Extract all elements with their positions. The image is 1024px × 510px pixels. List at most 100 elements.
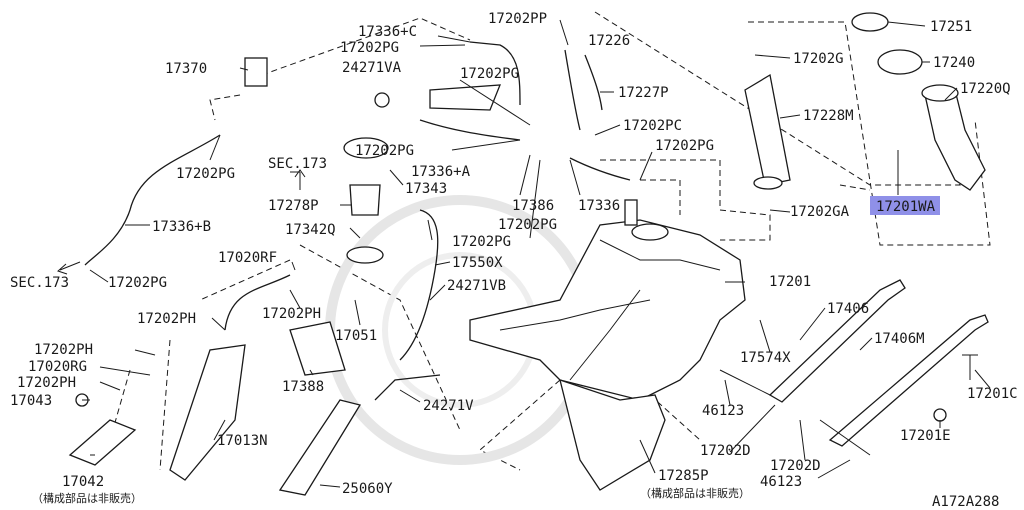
heat-shield-24271va: [429, 84, 501, 111]
label-17202pg-f[interactable]: 17202PG: [108, 275, 167, 291]
label-17202ph-d[interactable]: 17202PH: [17, 375, 76, 391]
label-17202g[interactable]: 17202G: [793, 51, 844, 67]
label-17201wa[interactable]: 17201WA: [876, 199, 936, 215]
filler-neck: [924, 89, 986, 191]
label-17051[interactable]: 17051: [335, 328, 377, 344]
label-17336b[interactable]: 17336+B: [152, 219, 211, 235]
label-17202d-a[interactable]: 17202D: [700, 443, 751, 459]
label-24271va[interactable]: 24271VA: [342, 60, 402, 76]
bolt-17201c: [962, 354, 978, 380]
arrow-sec173-a: [294, 169, 306, 190]
label-17202ph-b[interactable]: 17202PH: [262, 306, 321, 322]
pump-unit-17278p: [349, 184, 381, 216]
hose-17336a: [419, 119, 521, 141]
hose-17020rf: [224, 274, 291, 331]
label-17406[interactable]: 17406: [827, 301, 869, 317]
tank-lower-shield: [559, 379, 666, 491]
bracket-25060y: [278, 399, 362, 496]
label-17202pg-a[interactable]: 17202PG: [655, 138, 714, 154]
seal-17240: [877, 49, 923, 75]
label-17013n[interactable]: 17013N: [217, 433, 268, 449]
label-17202pg-c[interactable]: 17202PG: [176, 166, 235, 182]
label-17226[interactable]: 17226: [588, 33, 630, 49]
label-17550x[interactable]: 17550X: [452, 255, 503, 271]
hose-17336: [569, 157, 631, 181]
label-17388[interactable]: 17388: [282, 379, 324, 395]
label-17251[interactable]: 17251: [930, 19, 972, 35]
label-17336c[interactable]: 17336+C: [358, 24, 417, 40]
label-17406m[interactable]: 17406M: [874, 331, 925, 347]
label-17202ga[interactable]: 17202GA: [790, 204, 850, 220]
label-17240[interactable]: 17240: [933, 55, 975, 71]
fuel-tank-detail: [499, 239, 721, 381]
highlight-17201wa: [870, 196, 940, 215]
seal-17251: [851, 12, 889, 32]
label-17202ph-a[interactable]: 17202PH: [137, 311, 196, 327]
label-24271v[interactable]: 24271V: [423, 398, 474, 414]
label-17201e[interactable]: 17201E: [900, 428, 951, 444]
hose-17336b: [84, 134, 221, 266]
note-not-sold-right: （構成部品は非販売）: [640, 486, 750, 500]
boundary-left: [209, 17, 471, 121]
hose-24271v: [374, 374, 441, 401]
label-24271vb[interactable]: 24271VB: [447, 278, 506, 294]
label-17202pg-b[interactable]: 17202PG: [355, 143, 414, 159]
tank-filler-neck: [631, 223, 669, 241]
label-17202pg-top[interactable]: 17202PG: [340, 40, 399, 56]
plate-17388: [289, 321, 346, 376]
label-17202ph-c[interactable]: 17202PH: [34, 342, 93, 358]
label-17202pc[interactable]: 17202PC: [623, 118, 682, 134]
label-17202pp[interactable]: 17202PP: [488, 11, 547, 27]
label-17202d-b[interactable]: 17202D: [770, 458, 821, 474]
arrow-sec173-b: [57, 261, 81, 275]
label-sec173-a[interactable]: SEC.173: [268, 156, 327, 172]
label-17020rf[interactable]: 17020RF: [218, 250, 277, 266]
boundary-17042: [109, 339, 171, 471]
boundary-bottom-left: [199, 244, 461, 431]
label-17278p[interactable]: 17278P: [268, 198, 319, 214]
gasket-17342q: [346, 246, 384, 264]
label-17042[interactable]: 17042: [62, 474, 104, 490]
bolt-46123-a: [719, 369, 771, 396]
note-not-sold-left: （構成部品は非販売）: [32, 491, 142, 505]
fuel-filter-17370: [244, 57, 268, 87]
label-17228m[interactable]: 17228M: [803, 108, 854, 124]
clip-17201e: [933, 408, 947, 422]
label-17043[interactable]: 17043: [10, 393, 52, 409]
label-46123-b[interactable]: 46123: [760, 474, 802, 490]
sender-17042: [68, 419, 137, 466]
label-17285p[interactable]: 17285P: [658, 468, 709, 484]
label-17020rg[interactable]: 17020RG: [28, 359, 87, 375]
label-17220q[interactable]: 17220Q: [960, 81, 1011, 97]
label-17343[interactable]: 17343: [405, 181, 447, 197]
label-sec173-b[interactable]: SEC.173: [10, 275, 69, 291]
tank-strap-17406: [768, 279, 906, 403]
label-17201c[interactable]: 17201C: [967, 386, 1018, 402]
plug-small: [374, 92, 390, 108]
label-17202pg-e[interactable]: 17202PG: [452, 234, 511, 250]
label-17386[interactable]: 17386: [512, 198, 554, 214]
label-17202pg-d[interactable]: 17202PG: [498, 217, 557, 233]
hose-17227p: [584, 54, 603, 111]
label-17336[interactable]: 17336: [578, 198, 620, 214]
hose-17550x: [399, 209, 439, 361]
lock-ring-17343: [343, 137, 389, 159]
label-17201[interactable]: 17201: [769, 274, 811, 290]
label-17336a[interactable]: 17336+A: [411, 164, 471, 180]
label-17574x[interactable]: 17574X: [740, 350, 791, 366]
label-17227p[interactable]: 17227P: [618, 85, 669, 101]
label-17202pg-mid[interactable]: 17202PG: [460, 66, 519, 82]
filler-neck-top: [921, 84, 959, 102]
hose-17226: [564, 49, 581, 131]
label-17370[interactable]: 17370: [165, 61, 207, 77]
diagram-id: A172A288: [932, 494, 999, 510]
filler-tube: [744, 73, 791, 186]
tank-vent-nipple: [624, 199, 638, 226]
label-46123-a[interactable]: 46123: [702, 403, 744, 419]
label-25060y[interactable]: 25060Y: [342, 481, 393, 497]
hose-17336c: [469, 41, 521, 106]
tank-strap-17406m: [828, 314, 989, 447]
label-17342q[interactable]: 17342Q: [285, 222, 336, 238]
